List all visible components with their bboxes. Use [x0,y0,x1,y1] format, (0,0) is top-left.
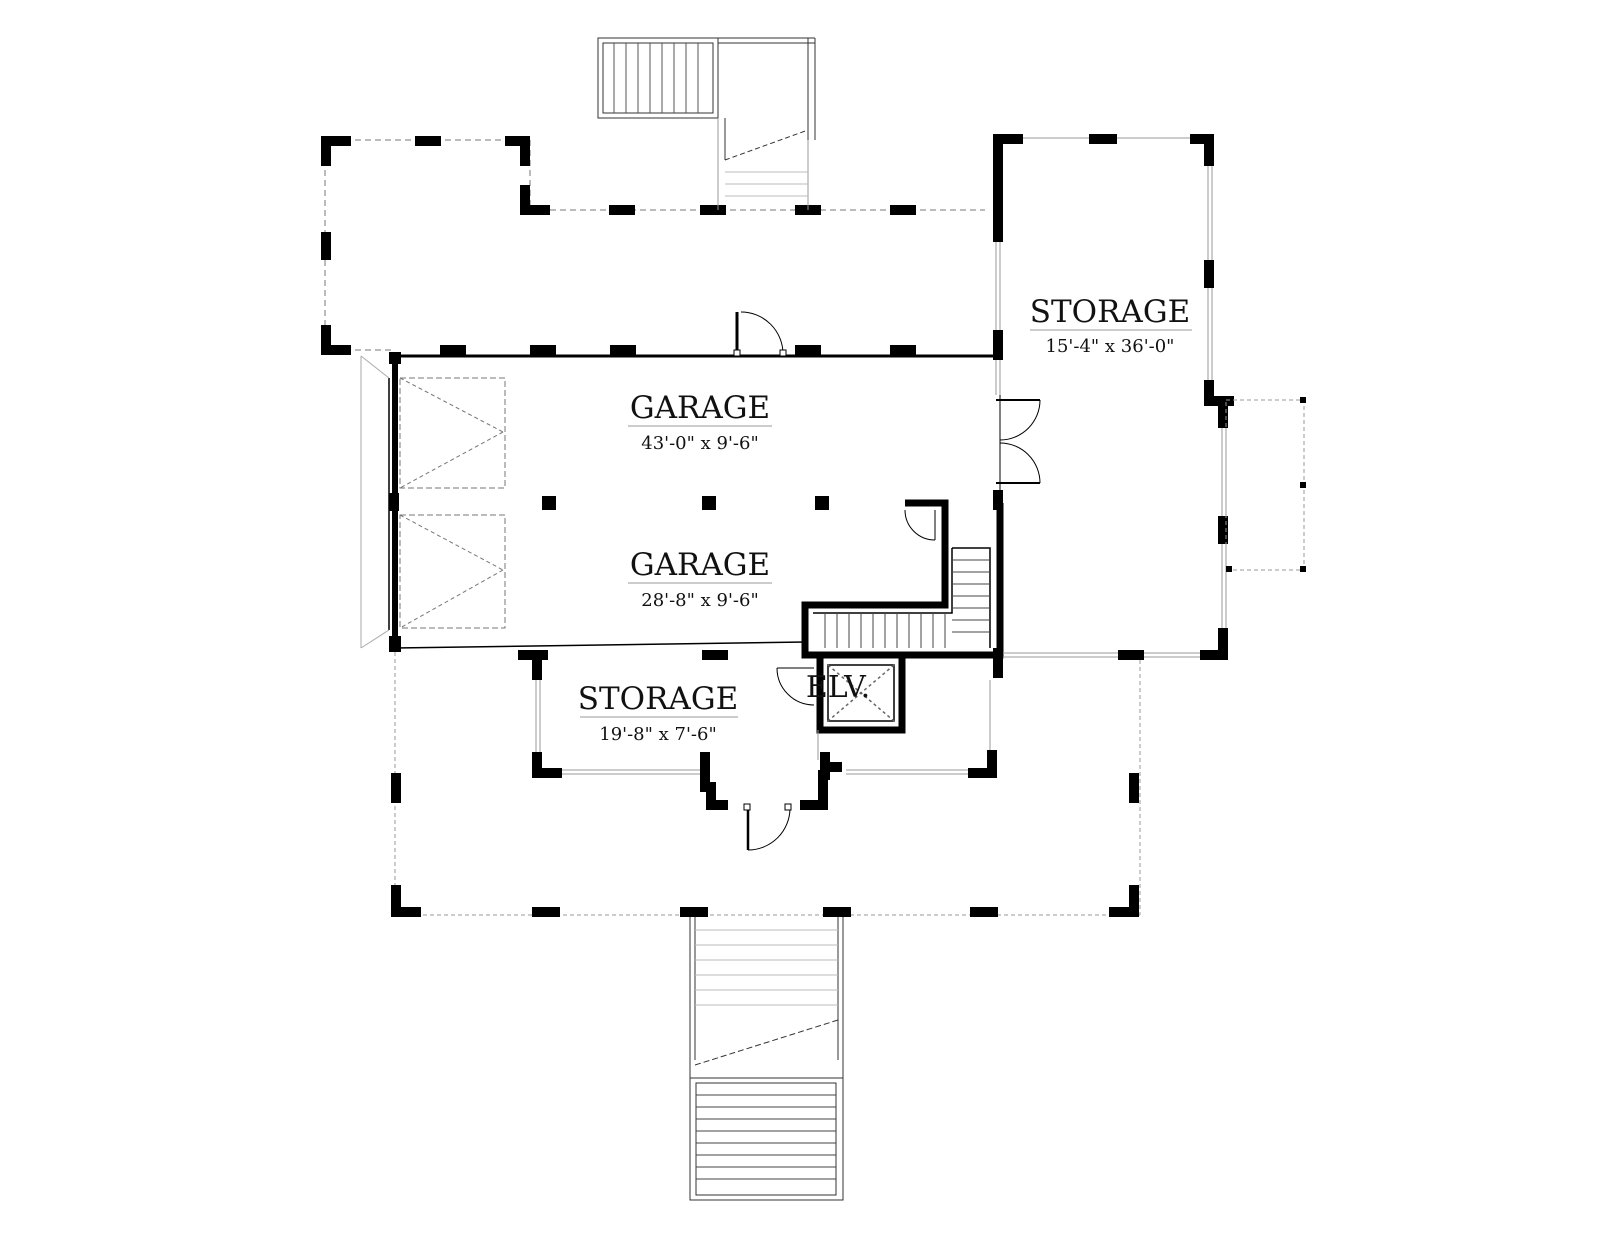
garage-doors [399,377,506,629]
garage-north-door [733,311,787,357]
north-stair [597,37,816,210]
south-door [743,803,792,851]
room-name-garage-lower: GARAGE [630,547,770,583]
south-storage-posts [518,650,997,810]
south-stair [689,917,844,1201]
north-porch-posts [321,136,916,355]
room-dims-garage-lower: 28'-8" x 9'-6" [641,590,758,611]
room-name-storage-east: STORAGE [1030,294,1190,330]
east-storage-walls [995,137,1227,658]
east-deck [1225,399,1305,571]
stair-treads [824,559,990,648]
south-porch [394,652,1141,916]
room-dims-storage-east: 15'-4" x 36'-0" [1046,336,1175,357]
stair-doors [776,509,936,706]
stair-core-inner [813,547,991,722]
room-dims-garage-upper: 43'-0" x 9'-6" [641,433,758,454]
north-porch [324,139,985,351]
south-porch-posts [391,773,1139,917]
room-name-storage-south: STORAGE [578,681,738,717]
room-name-garage-upper: GARAGE [630,390,770,426]
room-name-elevator: ELV. [806,670,870,705]
east-storage-door [996,395,1041,490]
east-storage-posts [993,134,1234,678]
east-deck-posts [1226,397,1306,572]
room-dims-storage-south: 19'-8" x 7'-6" [599,724,716,745]
south-storage-walls [535,680,991,775]
garage-columns [389,352,829,652]
